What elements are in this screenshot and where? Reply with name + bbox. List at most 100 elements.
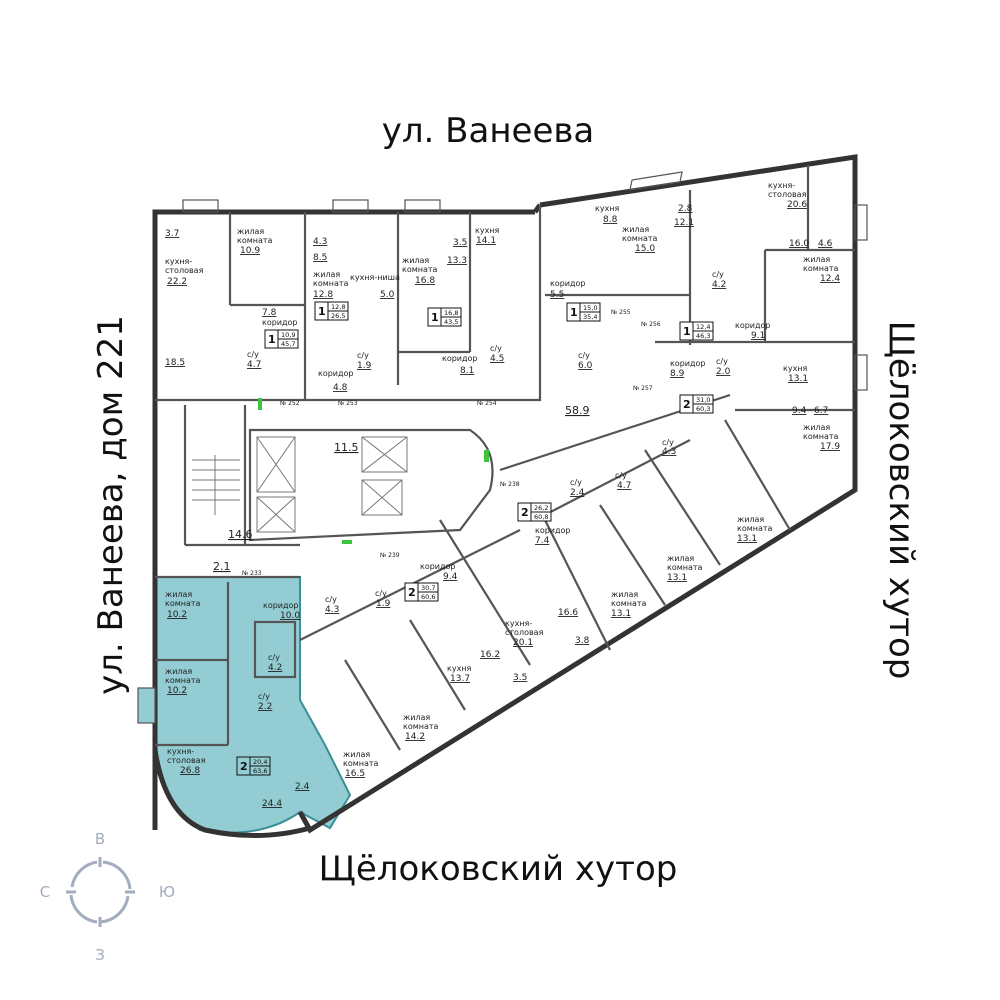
room-name: комната: [667, 563, 703, 572]
area-label: 13.7: [450, 674, 470, 684]
svg-text:16,8: 16,8: [444, 309, 458, 317]
svg-text:60,8: 60,8: [534, 513, 548, 521]
apartment-2[interactable]: 4.3 8.5 жилая комната 12.8 кухня-ниша 5.…: [313, 237, 400, 393]
room-name: кухня-: [165, 257, 192, 266]
apartment-3[interactable]: 3.5 кухня 14.1 13.3 жилая комната 16.8 к…: [402, 226, 504, 376]
area-label: 4.3: [325, 605, 339, 615]
svg-text:30,7: 30,7: [421, 584, 435, 592]
room-name: с/у: [258, 692, 270, 701]
area-label: 8.5: [313, 253, 327, 263]
room-name: жилая: [611, 590, 638, 599]
area-label: 15.0: [635, 244, 655, 254]
room-name: жилая: [737, 515, 764, 524]
area-label: 13.1: [788, 374, 808, 384]
room-name: комната: [403, 722, 439, 731]
svg-text:2: 2: [521, 506, 529, 519]
area-label: 4.3: [313, 237, 327, 247]
area-label: 2.0: [716, 367, 731, 377]
area-label: 13.1: [737, 534, 757, 544]
svg-text:1: 1: [683, 325, 691, 338]
unit-number: № 252: [280, 400, 300, 407]
area-label: 18.5: [165, 358, 185, 368]
compass-north-label: В: [95, 830, 105, 848]
room-name: с/у: [578, 351, 590, 360]
apartment-badge: 1 12,4 46,3: [679, 321, 714, 341]
svg-text:43,5: 43,5: [444, 318, 458, 326]
room-name: жилая: [313, 270, 340, 279]
room-name: жилая: [803, 423, 830, 432]
room-name: с/у: [247, 350, 259, 359]
room-name: с/у: [357, 351, 369, 360]
room-name: кухня-: [505, 619, 532, 628]
room-name: комната: [165, 599, 201, 608]
apartment-selected[interactable]: жилая комната 10.2 коридор 10.0 с/у 4.2 …: [165, 590, 310, 809]
svg-text:1: 1: [431, 311, 439, 324]
area-label: 2.8: [678, 204, 693, 214]
unit-number: № 253: [338, 400, 358, 407]
area-label: 9.1: [751, 331, 765, 341]
area-label: 10.2: [167, 610, 187, 620]
area-label: 10.0: [280, 611, 300, 621]
area-label: 3.8: [575, 636, 590, 646]
room-name: комната: [803, 432, 839, 441]
apartment-badge: 2 30,7 60,6: [404, 582, 439, 602]
area-label: 4.2: [712, 280, 726, 290]
apartment-1[interactable]: 3.7 жилая комната 10.9 кухня- столовая 2…: [165, 227, 299, 370]
street-label-bottom: Щёлоковский хутор: [319, 849, 678, 889]
svg-text:60,6: 60,6: [421, 593, 435, 601]
area-label: 3.7: [165, 229, 179, 239]
area-label: 13.3: [447, 256, 467, 266]
hall-area: 58.9: [565, 404, 590, 417]
area-label: 16.8: [415, 276, 435, 286]
stairs: [192, 455, 240, 515]
room-name: коридор: [420, 562, 456, 571]
room-name: жилая: [165, 667, 192, 676]
area-label: 16.6: [558, 608, 578, 618]
svg-text:12,4: 12,4: [696, 323, 710, 331]
area-label: 7.4: [535, 536, 550, 546]
area-label: 4.8: [333, 383, 348, 393]
stairs-area: 14.6: [228, 528, 253, 541]
apartment-badge: 2 31,0 60,3: [679, 394, 714, 414]
area-label: 14.1: [476, 236, 496, 246]
area-label: 20.6: [787, 200, 807, 210]
room-name: комната: [402, 265, 438, 274]
street-label-top: ул. Ванеева: [382, 111, 595, 151]
room-name: комната: [611, 599, 647, 608]
area-label: 13.1: [667, 573, 687, 583]
area-label: 6.7: [814, 406, 828, 416]
area-label: 5.5: [550, 290, 564, 300]
svg-text:31,0: 31,0: [696, 396, 710, 404]
unit-number: № 239: [380, 552, 400, 559]
elevator-shafts: [256, 436, 408, 533]
street-label-left: ул. Ванеева, дом 221: [91, 315, 131, 695]
balconies: [137, 171, 868, 724]
apartment-5[interactable]: кухня- столовая 20.6 16.0 4.6 жилая комн…: [679, 181, 840, 341]
area-label: 12.1: [674, 218, 694, 228]
lobby-area: 11.5: [334, 441, 359, 454]
svg-text:10,9: 10,9: [281, 331, 295, 339]
area-label: 22.2: [167, 277, 187, 287]
area-label: 8.1: [460, 366, 474, 376]
room-name: кухня-: [167, 747, 194, 756]
room-name: жилая: [803, 255, 830, 264]
apartment-6[interactable]: коридор 8.9 с/у 2.0 кухня 13.1 9.4 6.7 ж…: [670, 357, 840, 452]
room-name: кухня: [475, 226, 500, 235]
vestibule-area: 2.1: [213, 560, 231, 573]
svg-text:63,6: 63,6: [253, 767, 267, 775]
compass-south-label: З: [95, 946, 105, 964]
svg-text:26,2: 26,2: [534, 504, 548, 512]
apartment-7[interactable]: с/у 4.3 с/у 2.4 с/у 4.7 коридор 7.4 жила…: [517, 438, 773, 646]
svg-text:26,5: 26,5: [331, 312, 345, 320]
area-label: 6.0: [578, 361, 593, 371]
apartment-4[interactable]: кухня 8.8 жилая комната 15.0 2.8 12.1 ко…: [550, 204, 694, 371]
apartment-badge: 1 15,0 35,4: [566, 302, 601, 322]
green-marker: [484, 450, 489, 462]
area-label: 17.9: [820, 442, 840, 452]
apartment-8[interactable]: коридор 9.4 с/у 1.9 кухня- столовая 20.1…: [325, 562, 544, 779]
area-label: 3.5: [453, 238, 467, 248]
area-label: 4.6: [818, 239, 833, 249]
unit-number: № 254: [477, 400, 497, 407]
svg-text:60,3: 60,3: [696, 405, 710, 413]
area-label: 20.1: [513, 638, 533, 648]
